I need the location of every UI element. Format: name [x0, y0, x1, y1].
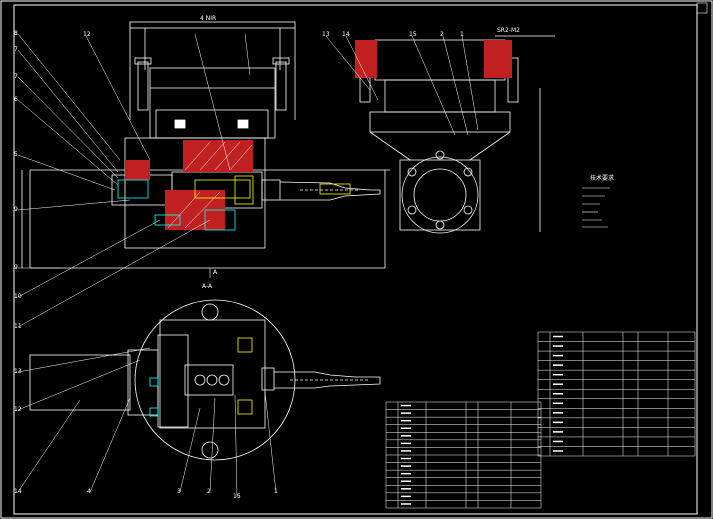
front-callout: 9 — [14, 206, 18, 213]
plan-view — [29, 299, 381, 461]
view-a-label: A — [213, 269, 218, 276]
section-mark: A-A — [202, 283, 213, 290]
bom-cell-text — [553, 393, 563, 395]
front-leaders — [17, 33, 251, 328]
bom-cell-text — [401, 503, 411, 505]
front-callout: 10 — [14, 293, 22, 300]
front-callout: 11 — [14, 323, 22, 330]
plan-callout: 2 — [207, 488, 211, 495]
front-callout: 7 — [14, 46, 18, 53]
bom-table-left — [385, 401, 542, 509]
bom-cell-text — [401, 442, 411, 445]
bom-cell-text — [401, 465, 411, 467]
side-callout: 14 — [342, 31, 350, 38]
plan-callout: 15 — [233, 493, 241, 500]
bom-cell-text — [401, 450, 411, 452]
plan-callout: 3 — [177, 488, 181, 495]
bom-cell-text — [401, 480, 411, 482]
side-hatch — [355, 40, 512, 78]
bom-cell-text — [553, 440, 563, 443]
front-callout: 9 — [14, 264, 18, 271]
plan-callout: 12 — [14, 406, 22, 413]
side-callout: 2 — [440, 31, 444, 38]
side-callout: 15 — [409, 31, 417, 38]
bom-cell-text — [401, 435, 411, 437]
side-callout: 13 — [322, 31, 330, 38]
bom-cell-text — [553, 402, 563, 405]
bom-cell-text — [401, 412, 411, 414]
bom-cell-text — [553, 450, 563, 452]
bom-cell-text — [553, 383, 563, 385]
front-callout: 7 — [14, 73, 18, 80]
bom-cell-text — [553, 373, 563, 376]
front-callout: 5 — [14, 151, 18, 158]
dim-top-label: 4 NIR — [200, 15, 217, 22]
shaft-details — [117, 175, 351, 231]
bom-cell-text — [401, 472, 411, 475]
plan-callout: 1 — [274, 488, 278, 495]
bom-table-right — [537, 331, 696, 457]
bom-cell-text — [553, 335, 563, 338]
bom-cell-text — [401, 419, 411, 422]
bom-cell-text — [401, 488, 411, 490]
bom-cell-text — [553, 431, 563, 433]
front-callout: 12 — [83, 31, 91, 38]
bom-cell-text — [401, 495, 411, 498]
side-leaders — [325, 35, 479, 136]
corner-mark — [696, 2, 708, 14]
notes-title: 技术要求 — [590, 175, 615, 182]
tech-notes — [582, 187, 610, 228]
bom-cell-text — [401, 404, 411, 407]
inner-frame — [13, 4, 698, 515]
bom-cell-text — [553, 354, 563, 357]
bom-cell-text — [553, 345, 563, 347]
plan-callout: 13 — [14, 368, 22, 375]
front-callout: 6 — [14, 96, 18, 103]
plan-callout: 14 — [14, 488, 22, 495]
front-callout: 8 — [14, 30, 18, 37]
side-view — [359, 35, 555, 234]
plan-leaders — [17, 347, 277, 498]
plan-callout: 4 — [87, 488, 91, 495]
side-callout: 1 — [460, 31, 464, 38]
plan-details — [149, 337, 253, 417]
bom-cell-text — [401, 427, 411, 429]
spec-header: SR2-M2 — [497, 27, 520, 34]
bom-cell-text — [553, 421, 563, 424]
section-hatching — [125, 140, 253, 230]
bom-cell-text — [553, 412, 563, 414]
bom-cell-text — [553, 364, 563, 366]
bom-cell-text — [401, 457, 411, 460]
